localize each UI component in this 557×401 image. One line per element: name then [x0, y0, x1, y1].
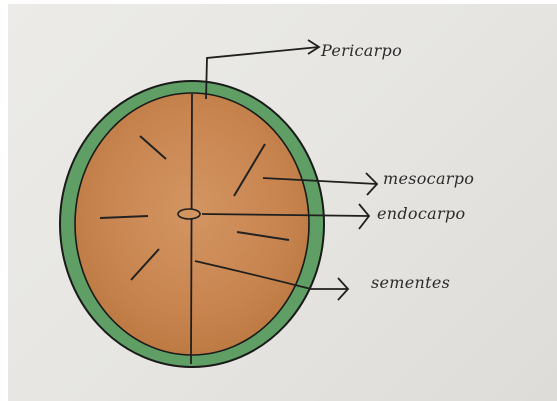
label-pericarp: Pericarpo	[321, 41, 402, 60]
paper-sheet: Pericarpo mesocarpo endocarpo sementes	[8, 4, 557, 401]
division-line	[191, 94, 192, 364]
label-seeds: sementes	[371, 273, 450, 292]
label-mesocarp: mesocarpo	[383, 169, 474, 188]
label-endocarp: endocarpo	[377, 204, 465, 223]
fruit-diagram	[8, 4, 557, 401]
central-seed	[178, 209, 200, 219]
